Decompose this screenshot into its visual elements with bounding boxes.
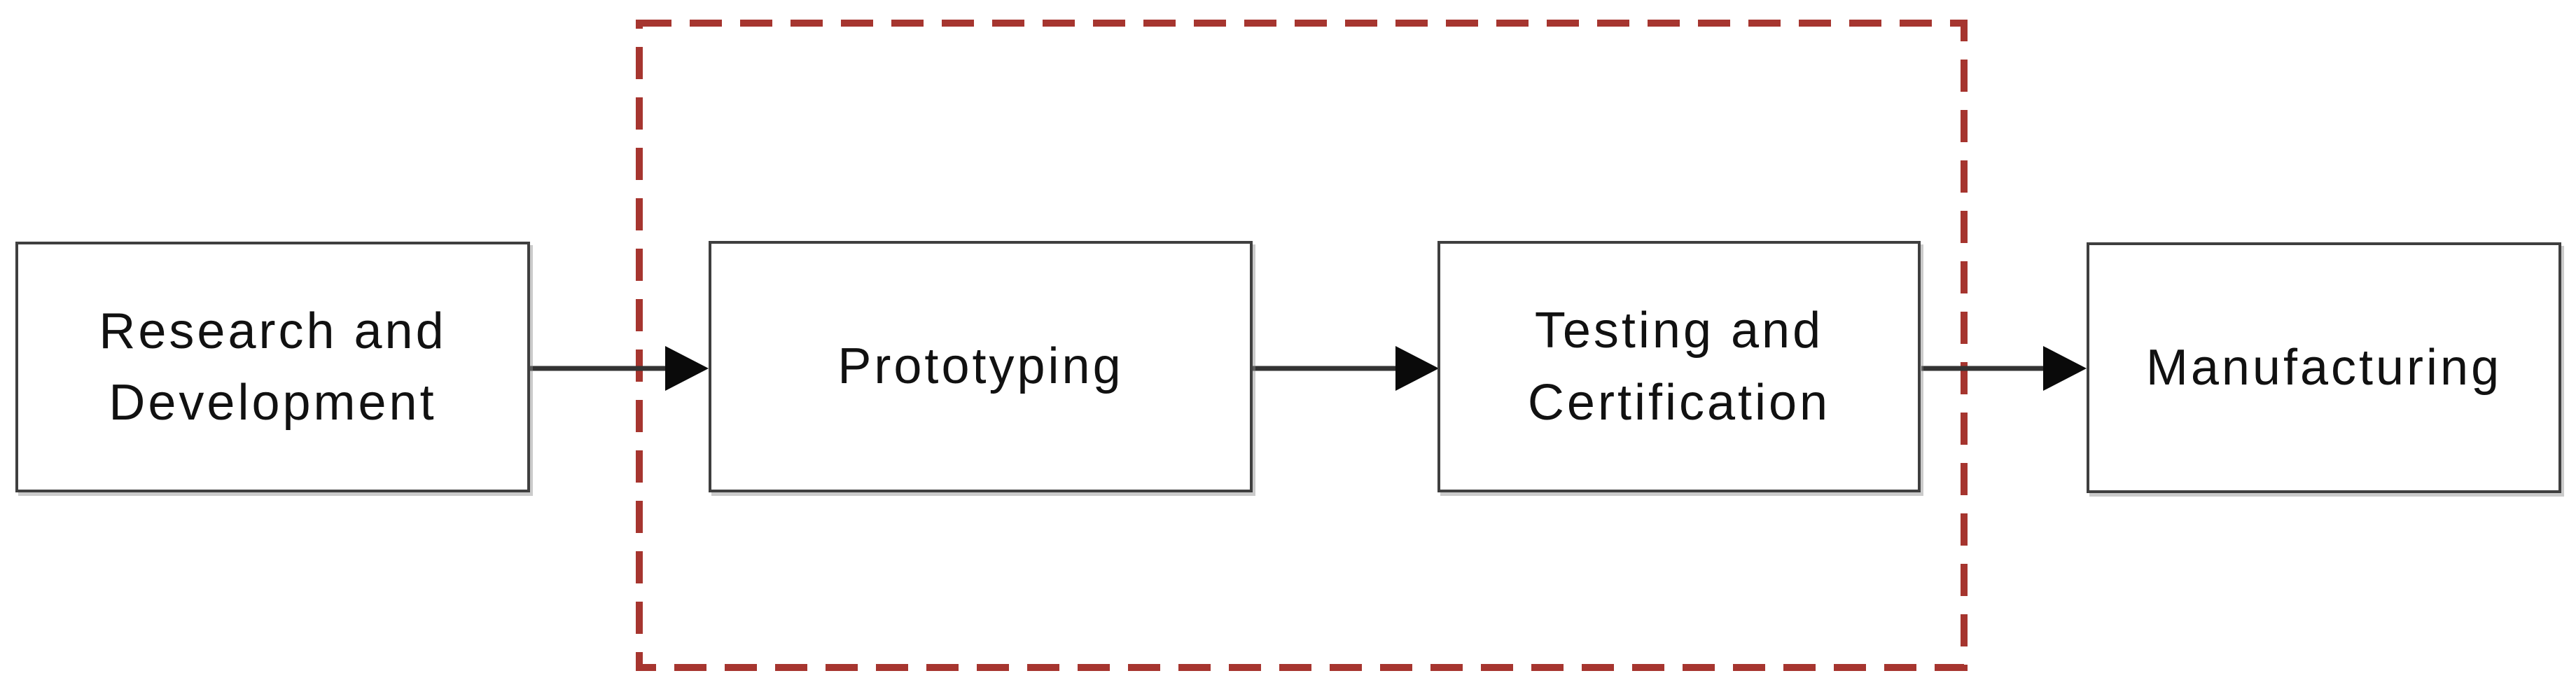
arrowhead-icon: [665, 346, 709, 391]
connector-rd-to-prototyping: [530, 346, 709, 391]
node-manufacturing: Manufacturing: [2087, 242, 2561, 493]
highlight-dashed-rect: [636, 20, 1968, 671]
node-testing-and-certification: Testing and Certification: [1437, 241, 1921, 492]
node-label: Research and Development: [99, 303, 447, 431]
arrowhead-icon: [2043, 346, 2087, 391]
node-research-and-development: Research and Development: [15, 242, 530, 492]
node-label: Prototyping: [837, 338, 1124, 395]
arrowhead-icon: [1395, 346, 1439, 391]
connector-testing-to-manufacturing: [1921, 346, 2087, 391]
node-label: Manufacturing: [2145, 339, 2502, 396]
node-label: Testing and Certification: [1527, 303, 1831, 431]
node-prototyping: Prototyping: [709, 241, 1253, 492]
connector-prototyping-to-testing: [1253, 346, 1439, 391]
